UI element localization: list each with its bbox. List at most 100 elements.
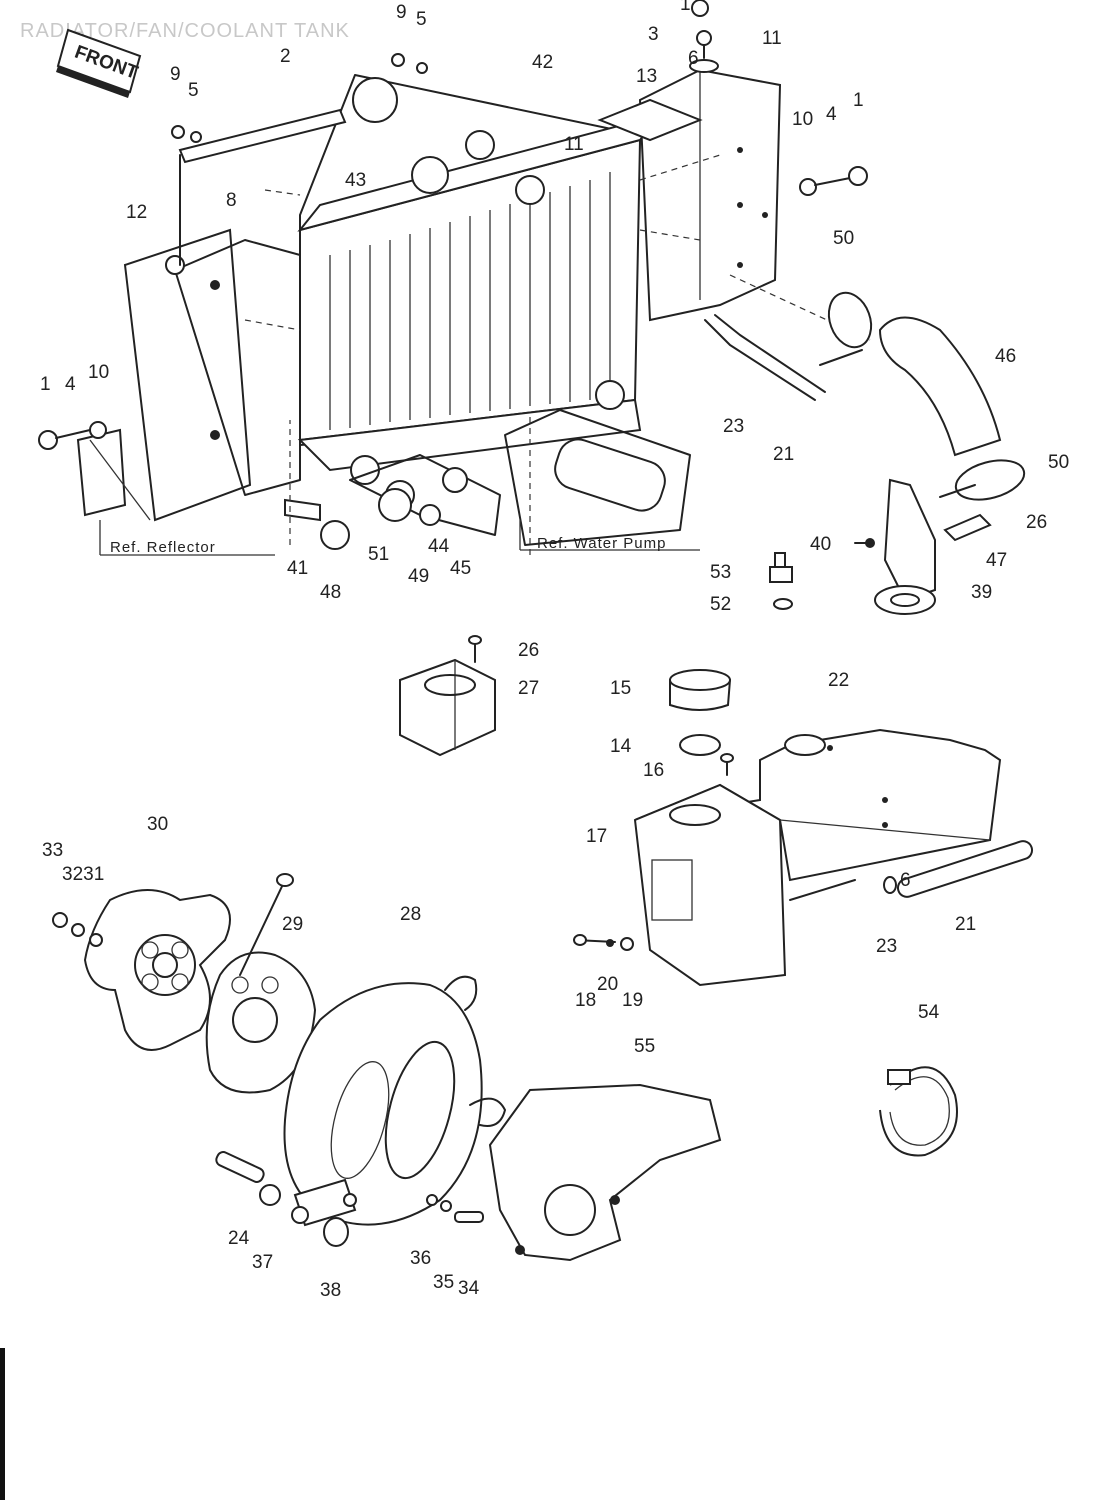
temp-switch-53 <box>769 566 793 583</box>
callout-47: 47 <box>986 550 1007 571</box>
callout-10: 10 <box>88 362 109 383</box>
callout-29: 29 <box>282 914 303 935</box>
callout-45: 45 <box>450 558 471 579</box>
front-marker: FRONT <box>56 28 142 98</box>
callout-21: 21 <box>955 914 976 935</box>
mid-fitting <box>515 175 545 205</box>
callout-22: 22 <box>828 670 849 691</box>
fan-motor-29 <box>205 873 317 1094</box>
callout-9: 9 <box>170 64 181 85</box>
hose-clamp-54 <box>879 1066 958 1157</box>
callout-13: 13 <box>636 66 657 87</box>
grommet-38 <box>323 1217 349 1247</box>
callout-labels: 1 9 5 3 6 11 2 42 13 9 5 10 4 1 43 11 12… <box>40 0 1069 1301</box>
callout-9: 9 <box>396 2 407 23</box>
callout-10: 10 <box>792 109 813 130</box>
washer-35 <box>440 1200 452 1212</box>
page-title: RADIATOR/FAN/COOLANT TANK <box>20 20 350 42</box>
callout-11: 11 <box>564 134 584 155</box>
grommet-19 <box>620 937 634 951</box>
callout-27: 27 <box>518 678 539 699</box>
callout-40: 40 <box>810 534 831 555</box>
gasket-14 <box>679 734 721 756</box>
callout-54: 54 <box>918 1002 940 1023</box>
cooling-fan-30 <box>52 889 231 1051</box>
radiator-assembly <box>38 0 868 550</box>
callout-21: 21 <box>773 444 794 465</box>
callout-26: 26 <box>518 640 539 661</box>
bolt-18 <box>573 934 587 946</box>
callout-51: 51 <box>368 544 389 565</box>
upper-hose-port <box>411 156 449 194</box>
callout-46: 46 <box>995 346 1016 367</box>
callout-4: 4 <box>826 104 837 125</box>
callout-42: 42 <box>532 52 553 73</box>
radiator-hose-assembly <box>769 291 1026 615</box>
bottom-mount-grommet <box>350 455 380 485</box>
callout-53: 53 <box>710 562 731 583</box>
callout-19: 19 <box>622 990 643 1011</box>
radiator-cap-neck <box>352 77 398 123</box>
callout-34: 34 <box>458 1278 480 1299</box>
callout-49: 49 <box>408 566 429 587</box>
coolant-tank-17 <box>633 783 787 987</box>
callout-41: 41 <box>287 558 308 579</box>
washer-20 <box>606 939 614 947</box>
radiator-fins <box>329 172 611 430</box>
callout-11: 11 <box>762 28 782 49</box>
callout-35: 35 <box>433 1272 454 1293</box>
callout-12: 12 <box>126 202 147 223</box>
callout-3: 3 <box>648 24 659 45</box>
washer-37 <box>259 1184 281 1206</box>
cover-27 <box>399 635 496 757</box>
callout-55: 55 <box>634 1036 655 1057</box>
callout-15: 15 <box>610 678 631 699</box>
collar-49 <box>378 488 412 522</box>
callout-23: 23 <box>876 936 897 957</box>
hose-clamp-50-lower <box>954 459 1026 501</box>
callout-16: 16 <box>643 760 664 781</box>
callout-6: 6 <box>688 48 699 69</box>
clamp-23-tank <box>883 876 897 894</box>
callout-37: 37 <box>252 1252 273 1273</box>
callout-18: 18 <box>575 990 596 1011</box>
callout-5: 5 <box>416 9 427 30</box>
left-shroud-panel <box>123 228 252 522</box>
radiator-bottom-tank <box>297 398 642 472</box>
bolt-24 <box>215 1151 265 1183</box>
leader-lines <box>244 154 871 555</box>
bracket-26 <box>943 513 992 542</box>
overflow-hose <box>704 319 816 401</box>
callout-48: 48 <box>320 582 341 603</box>
callout-33: 33 <box>42 840 63 861</box>
callout-50: 50 <box>1048 452 1069 473</box>
lower-fasteners <box>215 1151 484 1247</box>
callout-14: 14 <box>610 736 632 757</box>
callout-30: 30 <box>147 814 168 835</box>
water-pipe-47 <box>883 478 936 602</box>
washer-48 <box>320 520 350 550</box>
outlet-port <box>595 380 625 410</box>
callout-20: 20 <box>597 974 618 995</box>
left-shroud-bracket <box>174 239 301 496</box>
washer-36 <box>426 1194 438 1206</box>
radiator-hose-46 <box>878 316 1002 457</box>
callout-36: 36 <box>410 1248 431 1269</box>
callout-1: 1 <box>853 90 864 111</box>
ref-water-pump-label: Ref. Water Pump <box>537 535 666 552</box>
callout-52: 52 <box>710 594 731 615</box>
callout-44: 44 <box>428 536 450 557</box>
callout-43: 43 <box>345 170 366 191</box>
scan-edge-bar <box>0 1348 5 1500</box>
bracket-55 <box>488 1083 722 1262</box>
upper-fitting <box>465 130 495 160</box>
hose-clamp-50-top <box>827 291 873 349</box>
callout-2: 2 <box>280 46 291 67</box>
callout-3231: 3231 <box>62 864 104 885</box>
water-pump-hose <box>554 438 666 512</box>
top-bracket-13 <box>597 98 703 142</box>
callout-23: 23 <box>723 416 744 437</box>
bolt-34 <box>454 1211 484 1223</box>
callout-1: 1 <box>40 374 51 395</box>
